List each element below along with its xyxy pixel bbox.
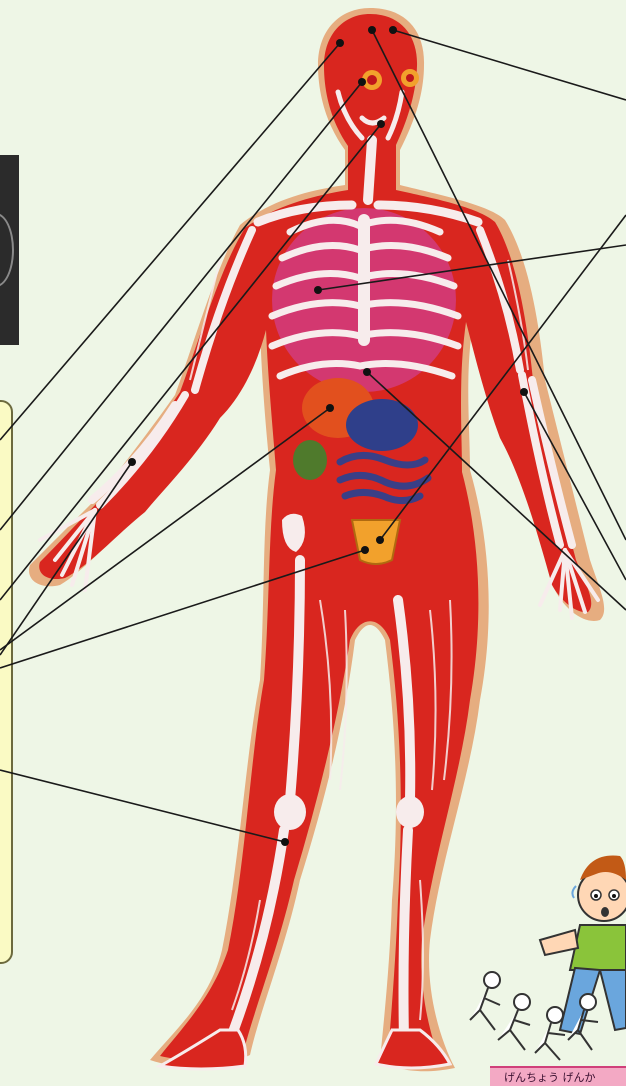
dot-lung xyxy=(314,286,322,294)
knees xyxy=(274,794,424,830)
dot-bladder-lower xyxy=(361,546,369,554)
leader-line-brain-right xyxy=(393,30,626,100)
gallbladder xyxy=(293,440,327,480)
neck-bone xyxy=(368,140,372,200)
muscle-body xyxy=(39,14,591,1063)
leader-line-forearm-left xyxy=(0,462,132,655)
dot-mouth xyxy=(377,120,385,128)
dot-forearm-left xyxy=(128,458,136,466)
dot-brain-center xyxy=(368,26,376,34)
caption-strip: げんちょう げんか xyxy=(490,1066,626,1086)
stomach xyxy=(346,399,418,451)
dot-arm-right xyxy=(520,388,528,396)
dot-brain-right xyxy=(389,26,397,34)
leader-line-knee-left xyxy=(0,770,285,842)
dot-brain-left xyxy=(336,39,344,47)
dot-stomach xyxy=(363,368,371,376)
dot-liver xyxy=(326,404,334,412)
dot-eye xyxy=(358,78,366,86)
dot-knee xyxy=(281,838,289,846)
bladder xyxy=(352,520,400,564)
caption-text: げんちょう げんか xyxy=(504,1069,596,1085)
dot-bladder-upper xyxy=(376,536,384,544)
